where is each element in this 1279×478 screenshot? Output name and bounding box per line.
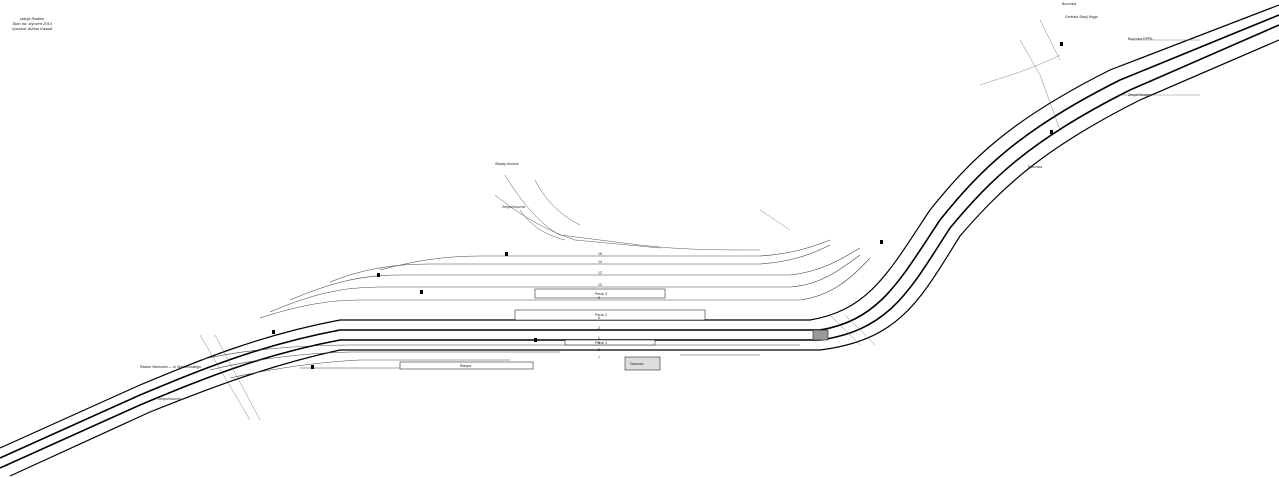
main-track-4 xyxy=(9,39,1279,477)
station-title: stacja Radom xyxy=(19,16,45,21)
ramp-label: Rampa xyxy=(460,364,471,368)
depot-upper-label: Zespół bocznic xyxy=(502,205,526,209)
track-number: 12 xyxy=(598,271,602,275)
station-left-label: Radom Wschodni — w. Malczewskiego xyxy=(140,365,201,369)
track-number: 3 xyxy=(598,341,600,345)
track-number: 5 xyxy=(598,348,600,352)
platform-1 xyxy=(564,339,656,346)
platform-3-label: Peron 3 xyxy=(595,292,607,296)
siding-right-label: Bocznica xyxy=(1028,165,1042,169)
track-number: 16 xyxy=(598,252,602,256)
track-number: 14 xyxy=(598,260,602,264)
sidings-heading-label: Składy chowne xyxy=(495,162,519,166)
siding-rppl-label: Bocznica RPPIL xyxy=(1128,37,1153,41)
sidings-upper xyxy=(494,174,761,251)
roads xyxy=(199,19,1200,421)
drawing-header: stacja Radom Stan na: styczeń 2014 rysow… xyxy=(12,16,52,31)
track-number: 2 xyxy=(598,326,600,330)
gate-cabin xyxy=(812,329,829,341)
station-tracks xyxy=(199,239,871,379)
author-line: rysował: Adrian Kasiak xyxy=(12,26,53,31)
track-number: 6 xyxy=(598,316,600,320)
track-number: 7 xyxy=(598,356,600,360)
depot-right-label: Zespół Bocznic xyxy=(1128,93,1152,97)
station-building-label: Dworzec xyxy=(630,362,644,366)
platform-1-label: Peron 1 xyxy=(595,341,607,345)
depot-left-label: Zespół bocznic xyxy=(158,397,182,401)
signal-markers xyxy=(272,42,1063,369)
platforms xyxy=(399,288,829,371)
main-track-1 xyxy=(0,14,1279,459)
ramp xyxy=(399,361,534,370)
track-number: 1 xyxy=(598,336,600,340)
platform-2 xyxy=(514,309,706,321)
road-right-label: Centrala Stacji Wągu xyxy=(1065,15,1098,19)
platform-2-label: Peron 2 xyxy=(595,313,607,317)
main-track-3 xyxy=(0,4,1279,449)
siding-top-label: Bocznica xyxy=(1062,2,1076,6)
track-number: 8 xyxy=(598,296,600,300)
track-number: 10 xyxy=(598,283,602,287)
editor-line: Stan na: styczeń 2014 xyxy=(12,21,52,26)
platform-3 xyxy=(534,288,666,299)
main-track-2 xyxy=(0,24,1279,469)
station-building xyxy=(624,356,661,371)
